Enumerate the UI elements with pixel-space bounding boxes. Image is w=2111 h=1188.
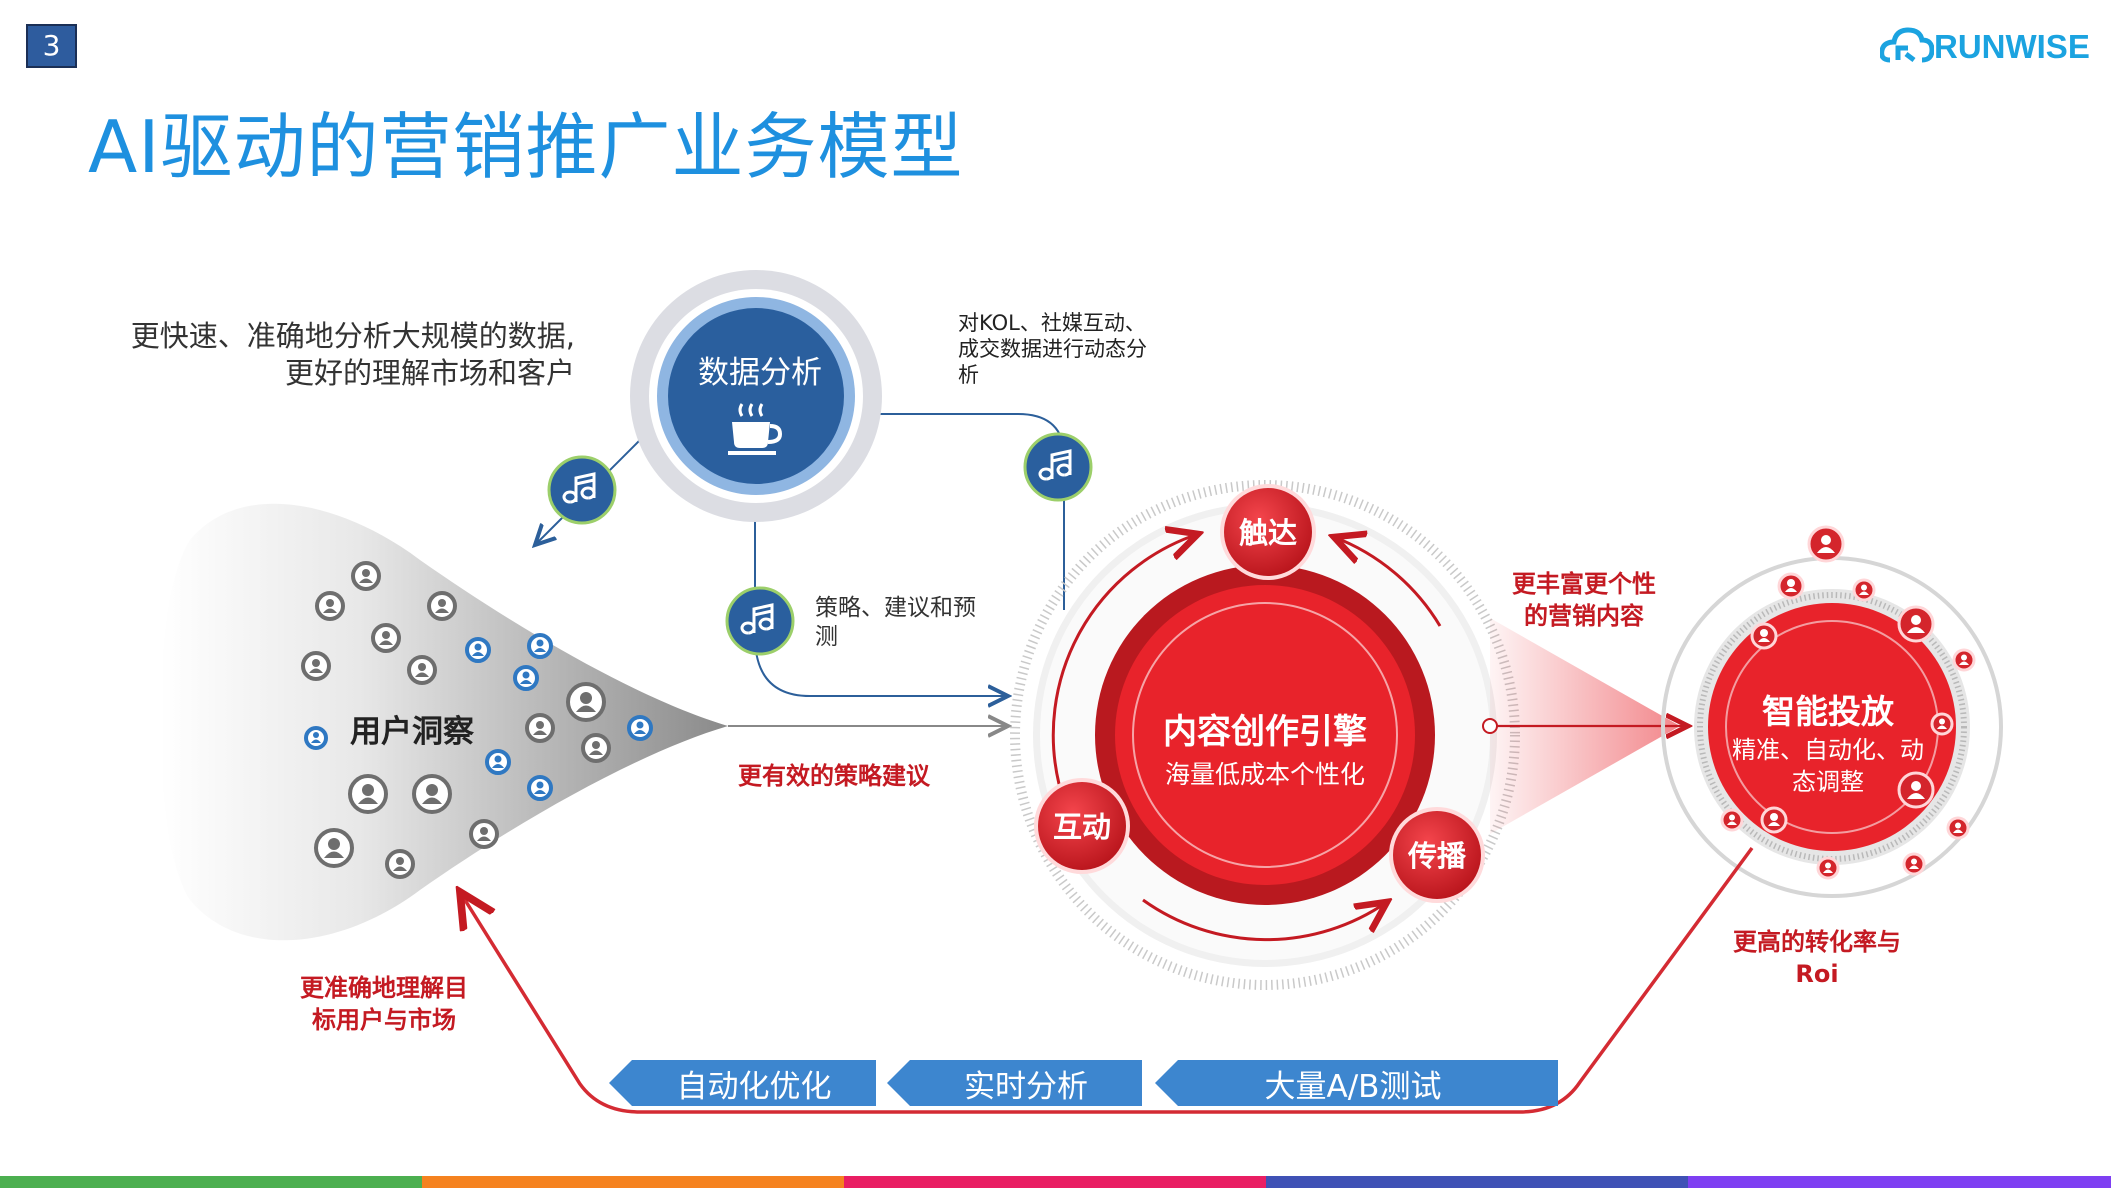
smart-delivery — [1661, 556, 2003, 898]
satellite-interact — [1038, 782, 1126, 870]
strip-pink — [844, 1176, 1266, 1188]
conversion-line-1: 更高的转化率与 — [1733, 928, 1901, 956]
cone-origin-dot — [1482, 718, 1498, 734]
music-note-icon — [1023, 432, 1093, 502]
strip-green — [0, 1176, 422, 1188]
engine-core: 内容创作引擎 海量低成本个性化 — [1115, 704, 1415, 791]
satellite-reach — [1224, 488, 1312, 576]
understand-label: 更准确地理解目 标用户与市场 — [300, 972, 468, 1036]
feedback-loop — [460, 846, 1754, 1114]
bar-realtime — [887, 1060, 1142, 1106]
engine-subtitle: 海量低成本个性化 — [1164, 760, 1365, 789]
analysis-line-1: 更快速、准确地分析大规模的数据, — [130, 319, 575, 353]
understand-line-2: 标用户与市场 — [312, 1006, 456, 1034]
bar-label-auto-opt: 自动化优化 — [676, 1069, 832, 1105]
analysis-line-2: 更好的理解市场和客户 — [284, 356, 575, 390]
strip-orange — [422, 1176, 844, 1188]
strip-indigo — [1266, 1176, 1688, 1188]
conversion-label: 更高的转化率与 Roi — [1733, 926, 1901, 990]
engine-title: 内容创作引擎 — [1163, 712, 1367, 752]
satellite-spread — [1393, 811, 1481, 899]
logo-text: RUNWISE — [1934, 28, 2090, 65]
page-title: AI驱动的营销推广业务模型 — [88, 105, 964, 189]
bar-auto-opt — [609, 1060, 876, 1106]
bar-label-realtime: 实时分析 — [964, 1069, 1088, 1105]
bar-label-ab-test: 大量A/B测试 — [1264, 1069, 1442, 1105]
user-insight-label: 用户洞察 — [350, 714, 474, 750]
satellite-spread-label: 传播 — [1407, 839, 1466, 873]
delivery-line-2: 态调整 — [1792, 768, 1864, 796]
analysis-description: 更快速、准确地分析大规模的数据, 更好的理解市场和客户 — [105, 318, 575, 392]
music-note-icon — [547, 455, 617, 525]
funnel-user-icons — [301, 561, 653, 879]
bar-ab-test — [1155, 1060, 1558, 1106]
delivery-title: 智能投放 — [1762, 692, 1894, 731]
brand-logo: RUNWISE — [1880, 24, 2090, 70]
strategy-label: 更有效的策略建议 — [738, 762, 930, 790]
kol-note: 对KOL、社媒互动、成交数据进行动态分析 — [958, 311, 1147, 387]
understand-line-1: 更准确地理解目 — [300, 974, 468, 1002]
rich-content-label: 更丰富更个性 的营销内容 — [1512, 568, 1656, 632]
rich-line-2: 的营销内容 — [1524, 602, 1644, 630]
satellite-interact-label: 互动 — [1052, 810, 1111, 844]
page-number: 3 — [26, 24, 77, 68]
data-analysis-label: 数据分析 — [698, 355, 822, 391]
delivery-user-icons — [1720, 525, 1976, 880]
music-note-icon — [725, 586, 795, 656]
strategy-note: 策略、建议和预测 — [815, 595, 976, 650]
delivery-line-1: 精准、自动化、动 — [1732, 736, 1924, 764]
coffee-cup-icon — [728, 403, 783, 455]
strip-purple — [1688, 1176, 2111, 1188]
conversion-line-2: Roi — [1795, 960, 1839, 988]
satellite-reach-label: 触达 — [1238, 516, 1297, 550]
user-funnel — [160, 503, 728, 941]
cloud-logo-icon — [1880, 27, 1934, 63]
delivery-core: 智能投放 精准、自动化、动 态调整 — [1728, 685, 1928, 797]
content-engine — [1010, 480, 1520, 990]
rich-line-1: 更丰富更个性 — [1512, 570, 1656, 598]
